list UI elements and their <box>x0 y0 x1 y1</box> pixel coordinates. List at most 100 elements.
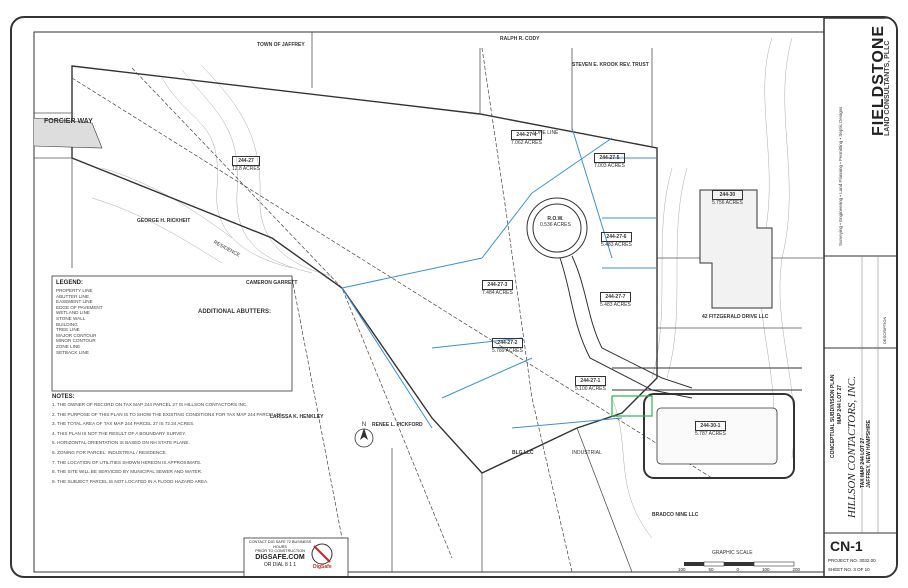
graphic-scale-label: GRAPHIC SCALE <box>712 550 753 556</box>
lot-id: 244-30-1 <box>695 421 726 431</box>
scale-tick: 50 <box>708 567 714 572</box>
sheet-number: SHEET NO. 3 OF 10 <box>828 567 870 572</box>
lot-id: 244-27-3 <box>482 280 513 290</box>
legend-item: WETLAND LINE <box>56 310 90 316</box>
digsafe-line1: CONTACT DIG SAFE 72 BUSINESS HOURS <box>248 540 312 549</box>
abutter-label: 42 FITZGERALD DRIVE LLC <box>702 314 769 320</box>
lot-id: 244-27-5 <box>594 153 625 163</box>
sheet-id: CN-1 <box>830 538 863 554</box>
lot-id: R.O.W. <box>547 216 564 222</box>
legend-item: BUILDING <box>56 321 78 327</box>
abutter-label: BLG LLC <box>512 450 534 456</box>
legend-item: ABUTTER LINE <box>56 293 89 299</box>
location-line2: JAFFREY, NEW HAMPSHIRE <box>866 419 872 488</box>
notes-title: NOTES: <box>52 394 75 400</box>
lot-id: 244-27-7 <box>600 292 631 302</box>
abutter-label: CAMERON GARRETT <box>246 280 298 286</box>
note-item: 7. THE LOCATION OF UTILITIES SHOWN HEREO… <box>52 459 202 465</box>
lot-id: 244-27-1 <box>575 376 606 386</box>
note-item: 5. HORIZONTAL ORIENTATION IS BASED ON NH… <box>52 440 190 446</box>
scale-tick: 100 <box>761 567 770 572</box>
scale-tick: 100 <box>678 567 686 572</box>
scale-tick: 0 <box>736 567 739 572</box>
legend-item: ZONE LINE <box>56 343 81 349</box>
legend-item: STONE WALL <box>56 315 86 321</box>
legend-item: SETBACK LINE <box>56 349 89 355</box>
road-label-forcier: FORCIER WAY <box>44 118 93 125</box>
lot-id: 244-27 <box>232 156 261 166</box>
abutter-label: GEORGE H. RICKHEIT <box>137 218 191 224</box>
note-item: 1. THE OWNER OF RECORD ON TAX MAP 244 PA… <box>52 402 248 407</box>
abutter-label: LARISSA K. HENKLEY <box>270 414 324 420</box>
legend-title: LEGEND: <box>56 280 83 286</box>
abutter-label: RENEE L. PICKFORD <box>372 422 423 428</box>
digsafe-dial: OR DIAL 8 1 1 <box>263 561 297 568</box>
legend-item: EASEMENT LINE <box>56 299 93 305</box>
digsafe-line2: PRIOR TO CONSTRUCTION <box>255 549 305 553</box>
plan-sheet: N FORCIER WAY RESIDENCE INDUSTRIAL ZONE … <box>10 16 898 578</box>
digsafe-logo: DigSafe <box>313 564 332 570</box>
note-item: 8. THE SITE WILL BE SERVICED BY MUNICIPA… <box>52 469 203 475</box>
svg-text:N: N <box>362 422 366 428</box>
lot-acres: 5.789 ACRES <box>492 348 523 354</box>
lot-acres: 7.062 ACRES <box>511 140 542 146</box>
lot-acres: 5.787 ACRES <box>695 431 726 437</box>
project-map: MAP 244 LOT 27 <box>837 384 843 424</box>
legend-item: TREE LINE <box>56 327 80 333</box>
legend-item: EDGE OF PAVEMENT <box>56 304 103 310</box>
title-block: FIELDSTONE LAND CONSULTANTS, PLLC Survey… <box>824 18 896 576</box>
note-item: 6. ZONING FOR PARCEL: INDUSTRIAL / RESID… <box>52 449 167 455</box>
digsafe-box: CONTACT DIG SAFE 72 BUSINESS HOURS PRIOR… <box>248 540 312 568</box>
north-arrow-icon: N <box>354 422 374 448</box>
project-type: CONCEPTUAL SUBDIVISION PLAN <box>830 374 836 458</box>
firm-services: Surveying • Engineering • Land Planning … <box>838 106 843 246</box>
lot-acres: 5.483 ACRES <box>601 242 632 248</box>
legend-item: PROPERTY LINE <box>56 288 93 293</box>
revision-header: DESCRIPTION <box>882 316 887 344</box>
lot-id: 244-30 <box>712 190 743 200</box>
lot-acres: 7.484 ACRES <box>482 290 513 296</box>
legend-item: MINOR CONTOUR <box>56 338 96 344</box>
lot-acres: 5.100 ACRES <box>575 386 606 392</box>
site-plan-drawing: N <box>33 18 896 576</box>
abutter-label: RALPH R. CODY <box>500 36 540 42</box>
lot-id: 244-27-6 <box>601 232 632 242</box>
note-item: 4. THIS PLAN IS NOT THE RESULT OF A BOUN… <box>52 430 187 436</box>
note-item: 2. THE PURPOSE OF THIS PLAN IS TO SHOW T… <box>52 411 283 417</box>
lot-acres: 12.8 ACRES <box>232 166 261 172</box>
lot-acres: 7.003 ACRES <box>594 163 625 169</box>
digsafe-site: DIGSAFE.COM <box>255 553 305 561</box>
abutter-label: TOWN OF JAFFREY <box>257 42 305 48</box>
abutter-label: BRADCO NINE LLC <box>652 512 699 518</box>
notes: NOTES: 1. THE OWNER OF RECORD ON TAX MAP… <box>52 394 283 488</box>
firm-subtitle: LAND CONSULTANTS, PLLC <box>884 40 891 136</box>
legend-item: MAJOR CONTOUR <box>56 332 97 338</box>
zone-line-label: ZONE LINE <box>532 130 559 136</box>
additional-abutters-heading: ADDITIONAL ABUTTERS: <box>198 309 271 315</box>
lot-acres: 5.756 ACRES <box>712 200 743 206</box>
scale-tick: 200 <box>792 567 800 572</box>
lot-id: 244-27-2 <box>492 338 523 348</box>
legend: LEGEND: PROPERTY LINE ABUTTER LINE EASEM… <box>56 280 186 355</box>
lot-acres: 0.536 ACRES <box>540 222 571 228</box>
project-number: PROJECT NO. 3032.00 <box>828 558 876 563</box>
lot-id: 244-27-4 <box>511 130 542 140</box>
note-item: 9. THE SUBJECT PARCEL IS NOT LOCATED IN … <box>52 478 209 484</box>
graphic-scale-ticks: 100 50 0 100 200 <box>678 567 800 572</box>
abutter-label: STEVEN E. KROOK REV. TRUST <box>572 62 649 68</box>
client-name: HILLSON CONTACTORS, INC. <box>846 375 858 518</box>
lot-label: R.O.W.0.536 ACRES <box>540 216 571 228</box>
zone-label-industrial: INDUSTRIAL <box>572 450 602 456</box>
lot-acres: 5.483 ACRES <box>600 302 631 308</box>
note-item: 3. THE TOTAL AREA OF TAX MAP 244 PARCEL … <box>52 421 195 427</box>
